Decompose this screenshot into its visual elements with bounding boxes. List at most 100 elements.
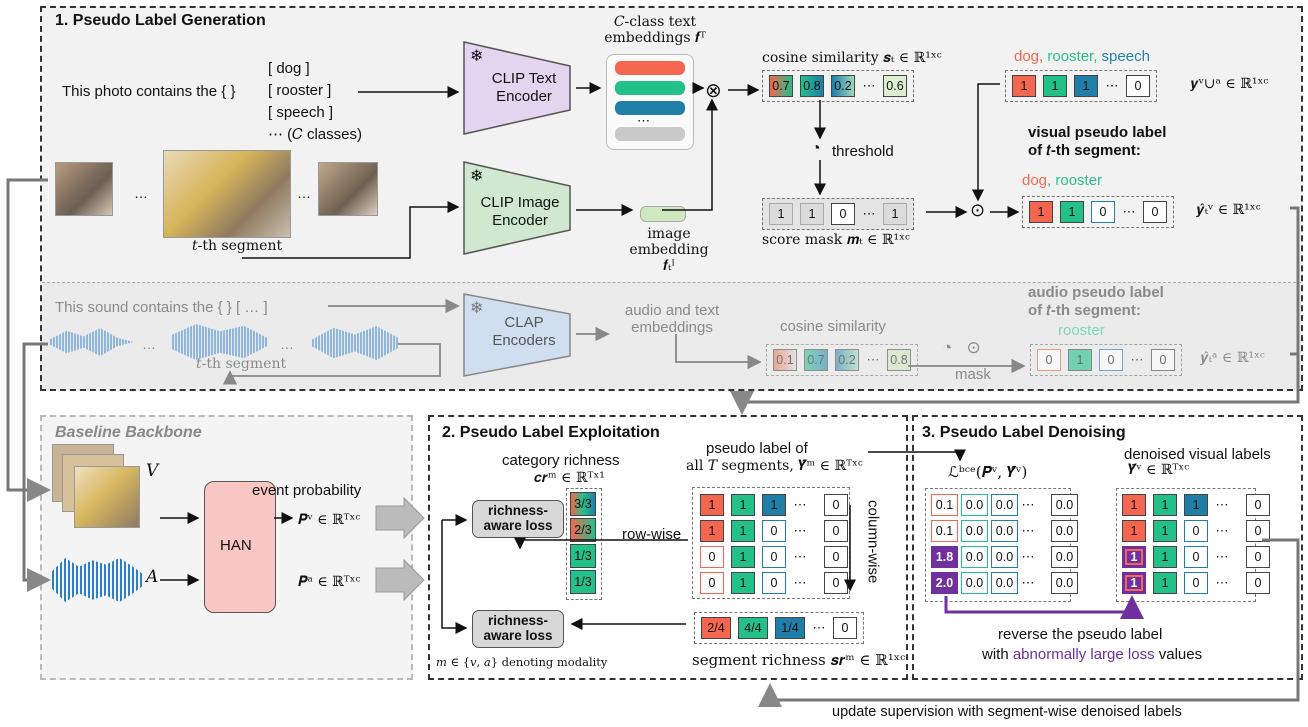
audio-waveform xyxy=(52,558,142,602)
loss-cell: 0.0 xyxy=(1051,546,1078,568)
segment-label: 𝑡-th segment xyxy=(192,238,283,254)
cos-label: cosine similarity 𝒔ₜ ∈ ℝ¹ˣᶜ xyxy=(762,50,942,66)
den-cell: 0 xyxy=(1246,572,1270,594)
den-cell: ⋯ xyxy=(1215,497,1229,512)
modality-note: 𝑚 ∈ {𝑣, 𝑎} denoting modality xyxy=(436,655,608,669)
class-more: ⋯ (𝐶 classes) xyxy=(268,126,362,143)
frame-n xyxy=(318,162,378,216)
otimes-icon: ⊗ xyxy=(705,80,722,102)
section-title-2: 2. Pseudo Label Exploitation xyxy=(442,424,660,441)
cat-rich-2: 𝒄𝒓ᵐ ∈ ℝᵀˣ¹ xyxy=(534,470,605,486)
dots: … xyxy=(142,336,156,352)
text-embeddings-stack: ⋯ xyxy=(606,54,694,150)
dots: … xyxy=(297,185,311,201)
pl-cell: 0 xyxy=(762,546,786,568)
pl-cell: 0 xyxy=(824,572,848,594)
loss-cell: 0.0 xyxy=(991,572,1018,594)
top-classes: dog, rooster, speech xyxy=(1014,48,1150,65)
den-cell: 0 xyxy=(1246,494,1270,516)
loss-cell: 0.1 xyxy=(931,494,958,516)
den-cell: ⋯ xyxy=(1215,575,1229,590)
richness-loss-1: richness-aware loss xyxy=(472,500,564,538)
loss-cell: 0.0 xyxy=(961,572,988,594)
top-label: 𝒚ᵛ∪ᵃ ∈ ℝ¹ˣᶜ xyxy=(1190,76,1269,92)
clap-encoder-label: CLAP Encoders xyxy=(492,314,556,349)
odot-icon: ⊙ xyxy=(970,200,986,220)
loss-cell: 0.0 xyxy=(991,494,1018,516)
loss-cell: 0.0 xyxy=(1051,572,1078,594)
row-wise-label: row-wise xyxy=(622,526,682,543)
pl-cell: 1 xyxy=(700,494,724,516)
han-box xyxy=(204,481,276,613)
audio-threshold-icons: ◔ ⊙ xyxy=(942,338,981,357)
loss-cell: 2.0 xyxy=(931,572,958,594)
aud-title-1: audio pseudo label xyxy=(1028,284,1164,301)
loss-cell: 0.0 xyxy=(1051,494,1078,516)
den-cell: 1 xyxy=(1153,520,1177,542)
audio-emb-label: audio and text embeddings xyxy=(624,302,720,337)
pv-label: 𝑷ᵛ ∈ ℝᵀˣᶜ xyxy=(298,512,361,528)
footer-label: update supervision with segment-wise den… xyxy=(832,704,1182,720)
loss-cell: 0.0 xyxy=(991,520,1018,542)
bb-title: Baseline Backbone xyxy=(55,424,202,441)
v-label: V xyxy=(146,461,159,481)
pl-cell: 0 xyxy=(824,520,848,542)
den-cell: 1 xyxy=(1122,520,1146,542)
video-stack xyxy=(52,444,142,528)
aud-classes: rooster xyxy=(1058,322,1105,339)
pa-label: 𝑷ᵃ ∈ ℝᵀˣᶜ xyxy=(298,574,361,590)
loss-cell: ⋯ xyxy=(1021,575,1035,590)
threshold-label: threshold xyxy=(832,143,894,160)
den-cell: 1 xyxy=(1122,546,1146,568)
class-dog: [ dog ] xyxy=(268,60,310,77)
audio-mask-label: mask xyxy=(955,366,991,383)
bce-label: ℒᵇᶜᵉ(𝑷ᵛ, 𝒀̂ᵛ) xyxy=(948,463,1028,481)
vis-cells: 1 1 0 ⋯ 0 xyxy=(1022,196,1174,228)
han-label: HAN xyxy=(220,537,252,554)
pl-label-2: all 𝑇 segments, 𝒀̂ᵐ ∈ ℝᵀˣᶜ xyxy=(686,458,863,474)
cat-rich-1: category richness xyxy=(502,452,620,469)
cos-cell: 0.2 xyxy=(831,75,855,97)
pl-cell: 1 xyxy=(700,520,724,542)
audio-cos-label: cosine similarity xyxy=(780,318,886,335)
loss-cell: 0.0 xyxy=(961,546,988,568)
vis-title-1: visual pseudo label xyxy=(1028,124,1167,141)
vis-label: 𝒚̂ₜᵛ ∈ ℝ¹ˣᶜ xyxy=(1196,202,1261,218)
cos-cell: 0.7 xyxy=(769,75,793,97)
clap-encoder xyxy=(463,293,571,377)
den-cell: 1 xyxy=(1153,494,1177,516)
event-prob-label: event probability xyxy=(252,482,362,499)
loss-cell: 0.0 xyxy=(1051,520,1078,542)
cos-cell: 0.6 xyxy=(883,75,907,97)
pl-cell: 1 xyxy=(731,494,755,516)
audio-cos-cells: 0.1 0.7 0.2 ⋯ 0.8 xyxy=(766,344,918,376)
pl-cell: 0 xyxy=(762,520,786,542)
den-cell: 0 xyxy=(1184,520,1208,542)
loss-cell: ⋯ xyxy=(1021,549,1035,564)
snowflake-icon: ❄ xyxy=(470,48,484,65)
pl-cell: ⋯ xyxy=(793,549,807,564)
cos-cells: 0.7 0.8 0.2 ⋯ 0.6 xyxy=(762,70,914,102)
threshold-icon: ◔ xyxy=(811,140,821,157)
snowflake-icon: ❄ xyxy=(470,300,484,317)
seg-rich-label: segment richness 𝒔𝒓ᵐ ∈ ℝ¹ˣᶜ xyxy=(692,651,906,669)
snowflake-icon: ❄ xyxy=(470,168,484,185)
pl-cell: 0 xyxy=(824,494,848,516)
section-title-3: 3. Pseudo Label Denoising xyxy=(922,424,1126,441)
loss-cell: 0.0 xyxy=(991,546,1018,568)
clip-image-encoder-label: CLIP Image Encoder xyxy=(480,194,560,229)
pl-cell: 1 xyxy=(731,572,755,594)
dots: … xyxy=(280,336,294,352)
clip-text-encoder-label: CLIP Text Encoder xyxy=(491,70,557,105)
section-title-1: 1. Pseudo Label Generation xyxy=(55,12,266,29)
reverse-line-2: with abnormally large loss values xyxy=(982,646,1203,663)
den-cell: 0 xyxy=(1184,546,1208,568)
aud-label: 𝒚̂ₜᵃ ∈ ℝ¹ˣᶜ xyxy=(1200,350,1265,366)
den-label-1: denoised visual labels xyxy=(1124,446,1271,463)
text-embeddings-label: 𝐶-class text embeddings 𝒇ᵀ xyxy=(604,14,706,47)
column-wise-label: column-wise xyxy=(864,500,882,584)
den-cell: 0 xyxy=(1246,520,1270,542)
divider xyxy=(42,282,1301,283)
clip-image-encoder xyxy=(463,161,571,255)
pl-cell: 1 xyxy=(731,546,755,568)
